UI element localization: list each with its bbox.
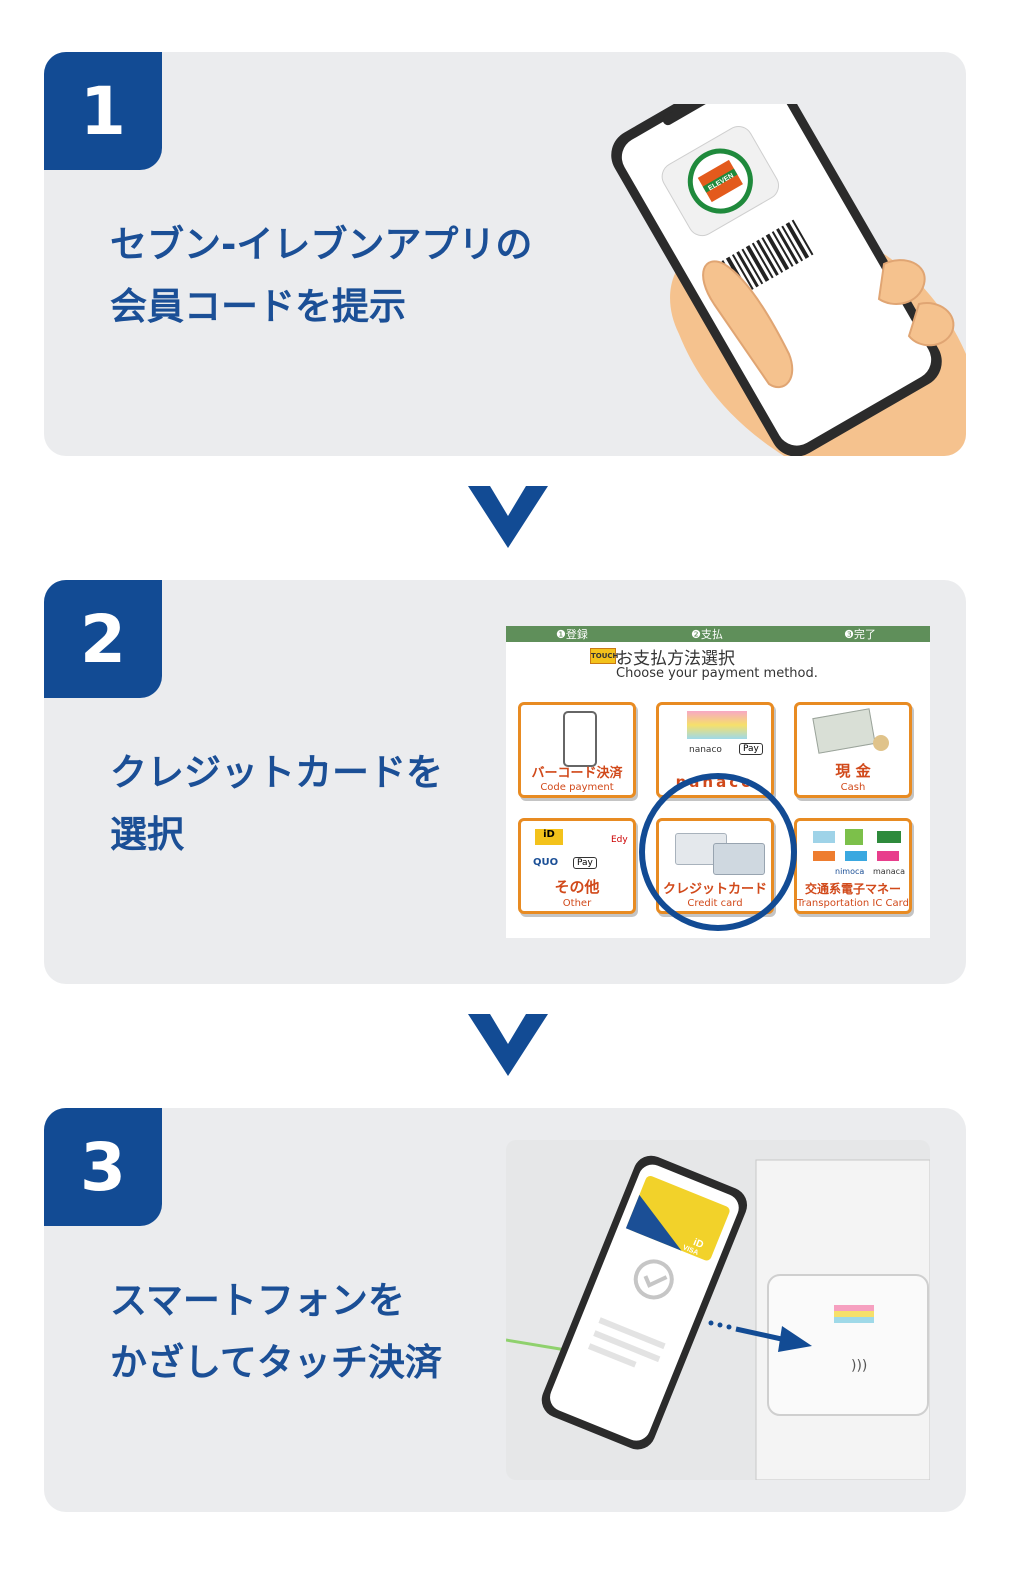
step-2-panel: 2 クレジットカードを 選択 ❶登録 ❷支払 ❸完了 TOUCH お支払方法選択… — [44, 580, 966, 984]
apple-pay-icon: Pay — [739, 743, 763, 755]
chevron-down-icon — [468, 1014, 548, 1076]
apple-pay-icon: Pay — [573, 857, 597, 869]
manaca-label: manaca — [873, 867, 905, 876]
step-3-panel: 3 スマートフォンを かざしてタッチ決済 ))) iD VISA — [44, 1108, 966, 1512]
card-reader-pad — [767, 1274, 929, 1416]
banknote-icon — [812, 708, 876, 754]
nanaco-small-label: nanaco — [689, 745, 722, 755]
tile-label: 現 金 — [835, 762, 871, 780]
barcode-icon — [716, 219, 814, 299]
tile-sublabel: Cash — [840, 782, 866, 793]
phone-qr-icon — [563, 711, 597, 767]
step-3-line-1: スマートフォンを — [110, 1279, 405, 1322]
step-1-line-2: 会員コードを提示 — [110, 285, 406, 328]
step-1-panel: 1 セブン-イレブンアプリの 会員コードを提示 ELEVEN — [44, 52, 966, 456]
tile-nanaco[interactable]: nanaco Pay nanaco — [656, 702, 774, 798]
phone-in-hand-illustration: ELEVEN — [611, 104, 966, 456]
step-number-badge: 1 — [44, 52, 162, 170]
tile-label: 交通系電子マネー — [804, 882, 901, 896]
tile-label: クレジットカード — [662, 882, 767, 897]
coin-icon — [873, 735, 889, 751]
finger-shape — [877, 259, 926, 305]
tap-arrow-icon — [708, 1320, 812, 1352]
id-brand-label: iD — [692, 1237, 705, 1251]
step-2-description: クレジットカードを 選択 — [110, 742, 443, 866]
tile-cash[interactable]: 現 金 Cash — [794, 702, 912, 798]
tile-code-payment[interactable]: バーコード決済 Code payment — [518, 702, 636, 798]
tile-label: バーコード決済 — [531, 766, 623, 781]
step-number-badge: 3 — [44, 1108, 162, 1226]
progress-step-complete: ❸完了 — [844, 628, 876, 641]
progress-step-register: ❶登録 — [556, 628, 588, 641]
step-2-line-2: 選択 — [110, 813, 184, 856]
id-card-image — [627, 1175, 730, 1261]
step-1-description: セブン-イレブンアプリの 会員コードを提示 — [110, 214, 532, 338]
step-3-description: スマートフォンを かざしてタッチ決済 — [110, 1270, 442, 1394]
smartphone-icon: ELEVEN — [611, 104, 942, 456]
tile-sublabel: Transportation IC Card — [797, 898, 909, 909]
touch-hand-icon: TOUCH — [590, 648, 618, 664]
ic-card-icon — [813, 831, 835, 843]
ic-card-icon — [813, 851, 835, 861]
finger-shape — [907, 302, 955, 347]
contactless-icon: ))) — [851, 1358, 867, 1374]
ic-card-icon — [845, 851, 867, 861]
id-logo-icon: iD — [535, 829, 563, 845]
tile-sublabel: Code payment — [540, 782, 614, 793]
tile-sublabel: Credit card — [687, 898, 743, 909]
ic-card-icon — [845, 829, 863, 845]
kiosk-progress-bar: ❶登録 ❷支払 ❸完了 — [506, 626, 930, 642]
thumb-shape — [702, 260, 794, 389]
chevron-down-icon — [468, 486, 548, 548]
tile-transport-ic[interactable]: nimoca manaca 交通系電子マネー Transportation IC… — [794, 818, 912, 914]
ic-card-icon — [877, 851, 899, 861]
quo-logo-icon: QUO — [533, 857, 559, 868]
kiosk-subtitle: Choose your payment method. — [616, 666, 818, 681]
nanaco-card-icon — [687, 711, 747, 739]
credit-card-icon — [713, 843, 765, 875]
touch-payment-illustration: ))) iD VISA — [506, 1140, 930, 1480]
tile-other[interactable]: iD QUO Pay Edy その他 Other — [518, 818, 636, 914]
tile-sublabel: Other — [562, 898, 592, 909]
selection-highlight-circle — [639, 773, 797, 931]
kiosk-title: お支払方法選択 — [616, 649, 735, 669]
smartphone-icon: iD VISA — [541, 1155, 748, 1450]
check-circle-icon — [633, 1259, 674, 1300]
step-3-line-2: かざしてタッチ決済 — [110, 1341, 442, 1384]
step-2-line-1: クレジットカードを — [110, 751, 443, 794]
nimoca-label: nimoca — [835, 867, 865, 876]
progress-step-pay: ❷支払 — [691, 628, 723, 641]
ic-card-icon — [877, 831, 901, 843]
step-number-badge: 2 — [44, 580, 162, 698]
kiosk-payment-screen: ❶登録 ❷支払 ❸完了 TOUCH お支払方法選択 Choose your pa… — [506, 626, 930, 938]
step-1-line-1: セブン-イレブンアプリの — [110, 223, 533, 266]
tile-credit-card[interactable]: クレジットカード Credit card — [656, 818, 774, 914]
edy-logo-icon: Edy — [611, 835, 628, 845]
tile-label: その他 — [554, 878, 600, 896]
